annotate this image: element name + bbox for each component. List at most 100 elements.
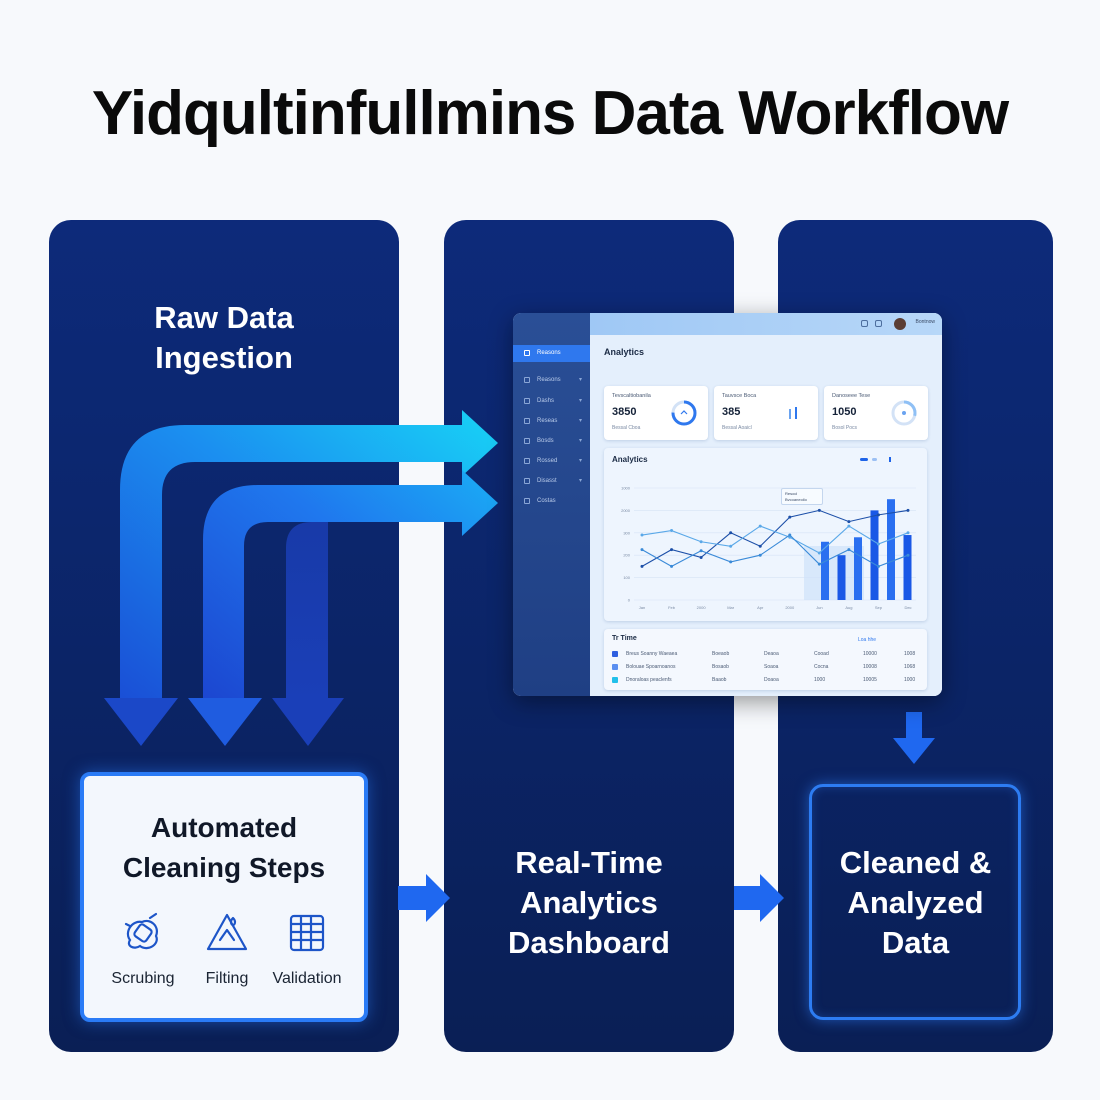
chart-bar[interactable]: [821, 541, 829, 600]
chart-point[interactable]: [729, 544, 733, 548]
chevron-down-icon: ▾: [578, 418, 582, 424]
cleaned-data-box: [809, 784, 1021, 1020]
table-row[interactable]: Bolouae Spoarnoanos Bosaob Soaoa Cocna 1…: [612, 662, 919, 672]
chart-point[interactable]: [640, 533, 644, 537]
sidebar-item-icon: [524, 398, 530, 404]
avatar[interactable]: [894, 318, 906, 330]
settings-icon[interactable]: [861, 320, 868, 327]
sidebar-item-0[interactable]: Reasons: [513, 345, 590, 362]
kpi-value: 3850: [612, 406, 637, 418]
chart-point[interactable]: [847, 520, 851, 524]
chart-point[interactable]: [906, 508, 910, 512]
chart-point[interactable]: [906, 553, 910, 557]
chevron-down-icon: ▾: [578, 478, 582, 484]
chart-bar[interactable]: [903, 535, 912, 600]
kpi-card[interactable]: Tauvsce Boca 385 Bessal Aoaicl: [714, 386, 818, 440]
x-tick-label: Apr: [757, 605, 764, 610]
chart-point[interactable]: [817, 508, 821, 512]
y-tick-label: 0: [628, 598, 631, 603]
dashboard-heading: Analytics: [604, 347, 645, 357]
sidebar-item-2[interactable]: Dashs ▾: [513, 393, 590, 410]
chart-point[interactable]: [847, 524, 851, 528]
sidebar-item-7[interactable]: Costas: [513, 493, 590, 510]
chart-point[interactable]: [699, 540, 703, 544]
chart-bar[interactable]: [837, 555, 846, 600]
chart-point[interactable]: [788, 533, 792, 537]
sidebar-item-icon: [524, 418, 530, 424]
chart-point[interactable]: [640, 548, 644, 552]
row-name: Dnoraloas peaclenfs: [626, 677, 672, 683]
chart-point[interactable]: [670, 529, 674, 533]
row-cell: Cooad: [814, 651, 829, 657]
chart-point[interactable]: [876, 542, 880, 546]
chart-bar[interactable]: [854, 537, 862, 600]
sidebar-item-3[interactable]: Reseas▾: [513, 413, 590, 430]
x-tick-label: Jan: [639, 605, 645, 610]
chart-point[interactable]: [788, 515, 792, 519]
row-cell: 10005: [863, 677, 877, 683]
sidebar-item-4[interactable]: Bosds▾: [513, 433, 590, 450]
sidebar-item-5[interactable]: Rossed ▾: [513, 453, 590, 470]
chart-line: [641, 525, 909, 554]
chevron-down-icon: ▾: [578, 458, 582, 464]
notification-icon[interactable]: [875, 320, 882, 327]
y-tick-label: 100: [623, 575, 630, 580]
kpi-card[interactable]: Tevscaltiobanila 3850 Bessal Cboa: [604, 386, 708, 440]
chart-bar[interactable]: [887, 499, 895, 600]
cleaned-text: Cleaned & Analyzed Data: [839, 845, 992, 960]
chart-bar[interactable]: [870, 510, 879, 600]
chart-tooltip: Resocl Bvcoaneoilo: [781, 488, 823, 505]
chart-point[interactable]: [876, 513, 880, 517]
sidebar-item-label: Dashs: [537, 398, 555, 404]
chart-point[interactable]: [670, 548, 674, 552]
scrubbing-icon: [124, 912, 158, 950]
table-row[interactable]: Breus Soanny Waeaea Boeaob Deaoa Cooad 1…: [612, 649, 919, 659]
chart-point[interactable]: [640, 564, 644, 568]
table-row[interactable]: Dnoraloas peaclenfs Baaob Doaoa 1000 100…: [612, 675, 919, 685]
down-arrow-3: [272, 698, 344, 746]
page-title: Yidqultinfullmins Data Workflow: [91, 79, 1009, 148]
sidebar-item-1[interactable]: Reasons ▾: [513, 372, 590, 389]
chart-point[interactable]: [670, 564, 674, 568]
chart-point[interactable]: [906, 531, 910, 535]
dashboard-topbar: Bontnow: [590, 313, 942, 335]
row-cell: 1000: [904, 677, 916, 683]
chart-point[interactable]: [699, 549, 703, 553]
sidebar-item-icon: [524, 458, 530, 464]
row-cell: 10008: [863, 664, 877, 670]
legend-swatch: [889, 457, 891, 462]
time-table-card: Tr Time Loa hhe Breus Soanny Waeaea Boea…: [604, 629, 927, 690]
chart-line: [641, 509, 909, 567]
chart-point[interactable]: [729, 531, 733, 535]
chart-point[interactable]: [699, 555, 703, 559]
kpi-sub: Bessal Aoaicl: [722, 425, 752, 431]
chevron-down-icon: ▾: [578, 398, 582, 404]
chart-point[interactable]: [817, 551, 821, 555]
chart-point[interactable]: [729, 560, 733, 564]
chart-point[interactable]: [876, 564, 880, 568]
filtering-label: Filting: [205, 970, 249, 987]
sidebar-item-6[interactable]: Disasst▾: [513, 473, 590, 490]
sidebar-item-label: Rossed: [537, 458, 558, 464]
raw-data-text: Raw Data Ingestion: [154, 300, 294, 375]
chart-point[interactable]: [758, 524, 762, 528]
table-link[interactable]: Loa hhe: [858, 637, 877, 643]
sidebar-item-label: Reasons: [537, 350, 561, 356]
kpi-card[interactable]: Danoseee Tese 1050 Bosol Pocs: [824, 386, 928, 440]
chart-point[interactable]: [758, 553, 762, 557]
chart-point[interactable]: [817, 562, 821, 566]
sidebar-item-label: Reasons: [537, 377, 561, 383]
row-cell: Boeaob: [712, 651, 730, 657]
step-scrubbing: Scrubing: [98, 910, 188, 988]
x-tick-label: 2000: [697, 605, 707, 610]
chart-point[interactable]: [847, 548, 851, 552]
chart-point[interactable]: [758, 544, 762, 548]
cleaned-analyzed-label: Cleaned & Analyzed Data: [778, 843, 1053, 963]
chevron-down-icon: ▾: [578, 377, 582, 383]
sidebar-item-label: Costas: [537, 498, 556, 504]
validation-label: Validation: [272, 970, 342, 987]
dashboard-to-output-arrow: [893, 712, 935, 764]
sidebar-item-icon: [524, 438, 530, 444]
